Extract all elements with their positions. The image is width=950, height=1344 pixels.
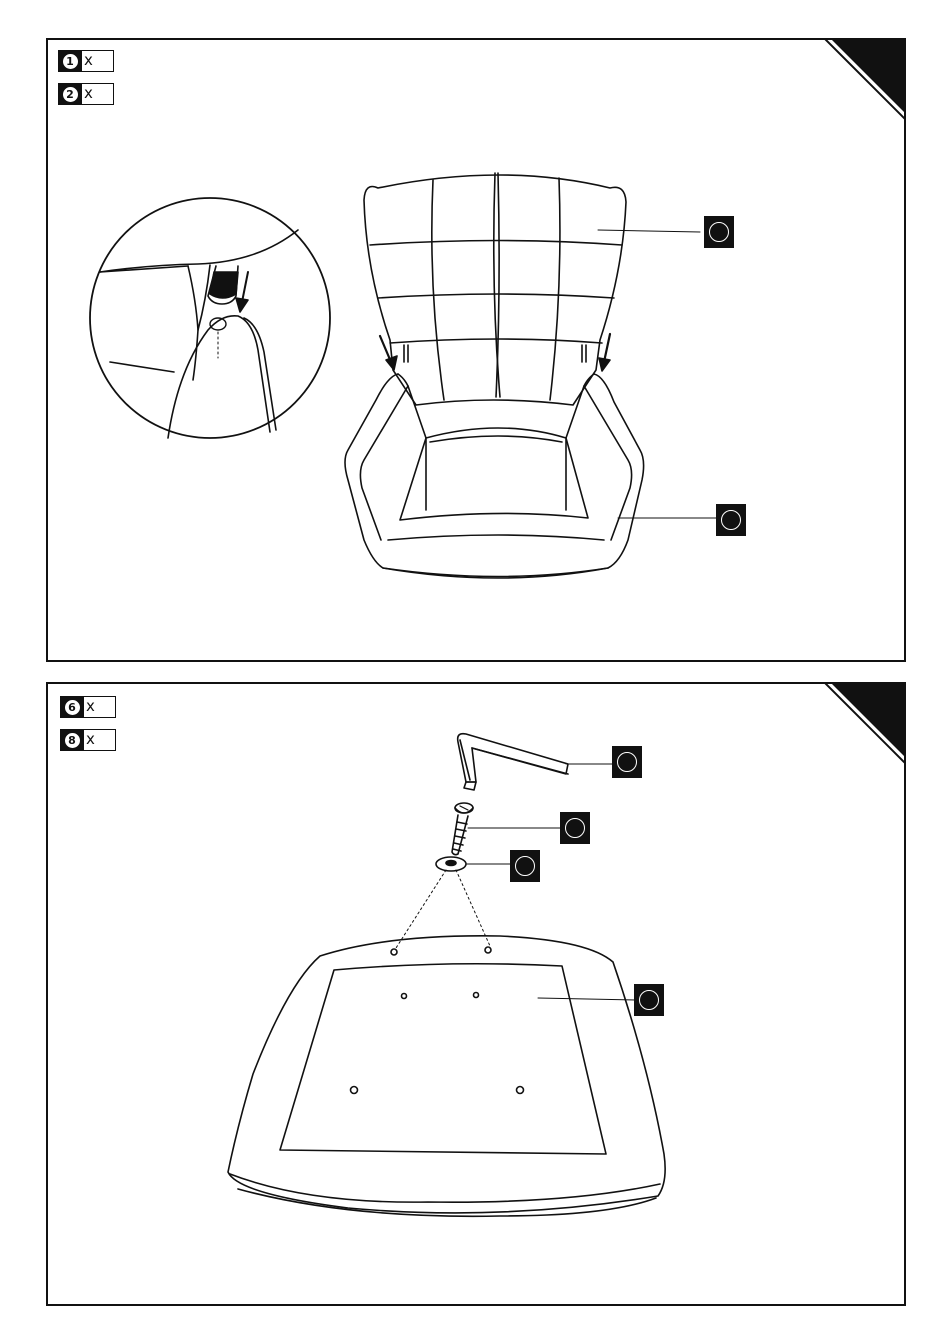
step-panel-backrest: 1 x 2 x	[46, 38, 906, 662]
leader-line-seat-bottom	[538, 998, 636, 1000]
callout-seat-bottom	[634, 984, 664, 1016]
seat-base-assembly-drawing	[48, 684, 904, 1304]
leader-line-backrest	[598, 230, 700, 232]
screw-icon	[452, 803, 473, 855]
callout-seat	[716, 504, 746, 536]
callout-washer	[510, 850, 540, 882]
seat-bottom-outline	[228, 936, 665, 1213]
allen-key-icon	[458, 734, 568, 790]
step-panel-seat-base: 6 x 8 x	[46, 682, 906, 1306]
seat-bottom-plate	[280, 964, 606, 1154]
washer-icon	[436, 857, 466, 871]
callout-screw	[560, 812, 590, 844]
callout-backrest	[704, 216, 734, 248]
callout-allen-key	[612, 746, 642, 778]
backrest-assembly-drawing	[48, 40, 904, 660]
seat-frame-outline	[345, 374, 644, 577]
